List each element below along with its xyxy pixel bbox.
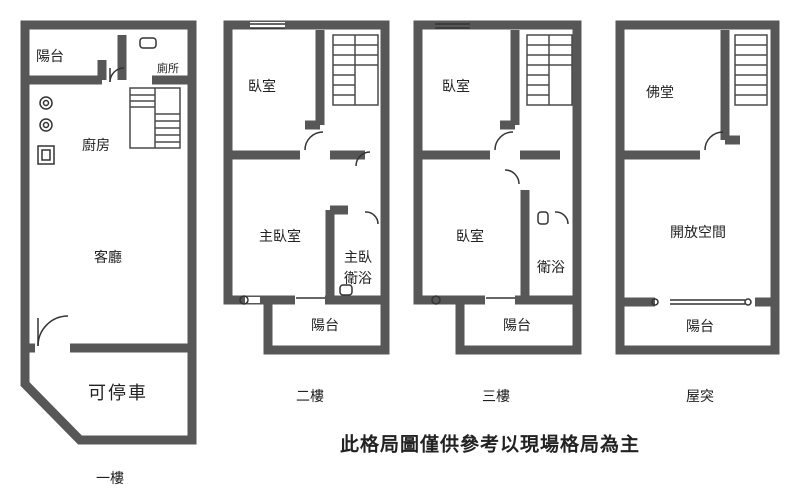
floor-2-outline — [223, 20, 390, 355]
floor-2-master-bath-label-1: 主臥 — [344, 250, 372, 266]
roof-fixtures — [651, 34, 768, 306]
floor-3-title: 三樓 — [482, 389, 510, 405]
floor-3-bedroom-label: 臥室 — [456, 229, 484, 245]
roof-title: 屋突 — [686, 389, 714, 405]
sink-icon — [37, 145, 55, 165]
floor-3-balcony-label: 陽台 — [503, 318, 531, 334]
toilet-icon — [139, 37, 157, 49]
floor-3-fixtures — [431, 23, 573, 305]
disclaimer-text: 此格局圖僅供參考以現場格局為主 — [339, 433, 641, 456]
stove-burner-icon — [39, 118, 53, 132]
floor-1-kitchen-label: 廚房 — [82, 138, 110, 154]
roof-shrine-label: 佛堂 — [646, 85, 674, 101]
floor-2-balcony-label: 陽台 — [311, 318, 339, 334]
floor-3-outline — [413, 20, 582, 355]
floor-2-title: 二樓 — [296, 389, 324, 405]
floor-2-master-label: 主臥室 — [259, 229, 301, 245]
bath-toilet-icon — [537, 211, 549, 225]
floor-2-bedroom-label: 臥室 — [248, 79, 276, 95]
roof-plan — [615, 20, 780, 355]
stair-icon — [734, 34, 768, 106]
stair-icon — [129, 87, 181, 149]
floor-1-outline — [20, 20, 197, 445]
garage-door-swing — [37, 315, 69, 347]
stair-icon — [526, 34, 573, 106]
floor-3-bedroom-top-label: 臥室 — [442, 79, 470, 95]
floor-1-fixtures — [37, 37, 181, 347]
floor-1-balcony-label: 陽台 — [36, 49, 64, 65]
floor-1-title: 一樓 — [96, 471, 124, 487]
stair-icon — [332, 34, 379, 106]
roof-open-space-label: 開放空間 — [670, 225, 726, 241]
bath-toilet-icon — [339, 284, 353, 296]
floor-1-wc-label: 廁所 — [157, 62, 179, 75]
floor-3-bath-label: 衛浴 — [537, 260, 565, 276]
floor-2-fixtures — [239, 22, 379, 305]
roof-balcony-label: 陽台 — [686, 319, 714, 335]
floor-2-plan — [223, 20, 390, 355]
floor-1-living-label: 客廳 — [94, 250, 122, 266]
floor-2-master-bath-label-2: 衛浴 — [344, 271, 372, 287]
floor-1-plan — [20, 20, 197, 445]
roof-outline — [615, 20, 780, 355]
floor-3-plan — [413, 20, 582, 355]
floor-1-parking-label: 可停車 — [88, 383, 148, 404]
stove-burner-icon — [39, 96, 53, 110]
